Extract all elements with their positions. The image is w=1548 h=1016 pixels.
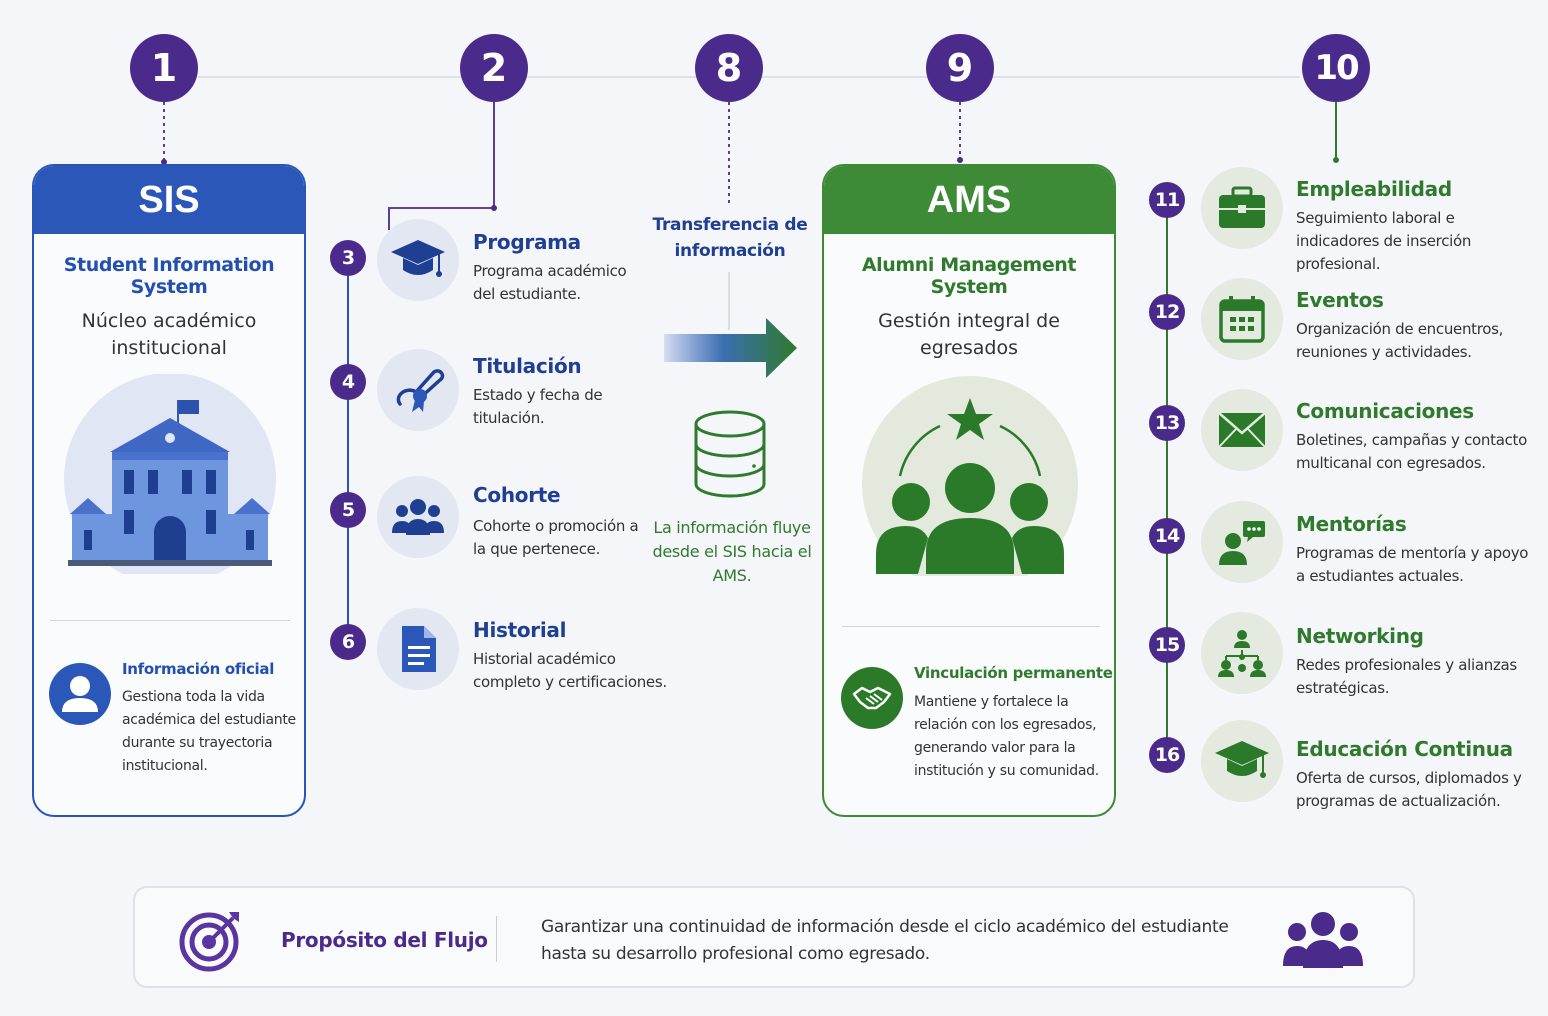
titulacion-desc: Estado y fecha de titulación. bbox=[473, 386, 603, 427]
titulacion-title: Titulación bbox=[473, 354, 582, 378]
step-16-badge: 16 bbox=[1149, 737, 1185, 773]
graduation-cap-icon bbox=[391, 240, 445, 277]
step-5-badge: 5 bbox=[330, 492, 366, 528]
historial-desc: Historial académico completo y certifica… bbox=[473, 650, 667, 691]
alumni-community-icon bbox=[862, 376, 1078, 576]
eventos-desc: Organización de encuentros, reuniones y … bbox=[1296, 320, 1504, 361]
empleabilidad-icon-circle bbox=[1201, 167, 1283, 249]
educacion-continua-icon-circle bbox=[1201, 720, 1283, 802]
eventos-icon-circle bbox=[1201, 278, 1283, 360]
networking-icon-circle bbox=[1201, 612, 1283, 694]
empleabilidad-desc: Seguimiento laboral e indicadores de ins… bbox=[1296, 209, 1472, 273]
step-3-badge: 3 bbox=[330, 240, 366, 276]
sis-subtitle: Student Information System bbox=[63, 254, 275, 298]
step-15-badge: 15 bbox=[1149, 627, 1185, 663]
sis-header: SIS bbox=[34, 166, 304, 234]
step-13-badge: 13 bbox=[1149, 405, 1185, 441]
cohorte-desc: Cohorte o promoción a la que pertenece. bbox=[473, 517, 639, 558]
people-group-icon bbox=[1283, 912, 1363, 968]
transfer-title: Transferencia de información bbox=[652, 215, 808, 261]
user-profile-icon bbox=[49, 663, 111, 725]
step-8-badge: 8 bbox=[695, 34, 763, 102]
diploma-icon bbox=[396, 369, 445, 412]
transfer-text: La información fluye desde el SIS hacia … bbox=[652, 518, 812, 585]
ams-description: Gestión integral de egresados bbox=[878, 310, 1060, 359]
sis-divider bbox=[50, 620, 290, 621]
step-1-badge: 1 bbox=[130, 34, 198, 102]
educacion-continua-desc: Oferta de cursos, diplomados y programas… bbox=[1296, 769, 1522, 810]
networking-title: Networking bbox=[1296, 624, 1424, 648]
group-icon bbox=[392, 499, 444, 535]
educacion-continua-title: Educación Continua bbox=[1296, 737, 1513, 761]
cohorte-title: Cohorte bbox=[473, 483, 561, 507]
step-9-badge: 9 bbox=[926, 34, 994, 102]
step-4-badge: 4 bbox=[330, 364, 366, 400]
purpose-separator bbox=[496, 916, 497, 962]
ams-divider bbox=[842, 626, 1100, 627]
step-11-badge: 11 bbox=[1149, 182, 1185, 218]
programa-icon-circle bbox=[377, 219, 459, 301]
titulacion-icon-circle bbox=[377, 349, 459, 431]
comunicaciones-desc: Boletines, campañas y contacto multicana… bbox=[1296, 431, 1528, 472]
calendar-icon bbox=[1219, 296, 1265, 343]
network-icon bbox=[1218, 630, 1266, 677]
step-10-badge: 10 bbox=[1302, 34, 1370, 102]
eventos-title: Eventos bbox=[1296, 288, 1384, 312]
ams-subtitle: Alumni Management System bbox=[861, 254, 1077, 298]
programa-title: Programa bbox=[473, 230, 581, 254]
mentor-chat-icon bbox=[1219, 521, 1265, 565]
ams-link-title: Vinculación permanente bbox=[914, 664, 1113, 682]
briefcase-icon bbox=[1219, 186, 1265, 228]
networking-desc: Redes profesionales y alianzas estratégi… bbox=[1296, 656, 1517, 697]
sis-info-text: Gestiona toda la vida académica del estu… bbox=[122, 689, 296, 774]
sis-info-title: Información oficial bbox=[122, 660, 275, 678]
comunicaciones-title: Comunicaciones bbox=[1296, 399, 1474, 423]
handshake-icon bbox=[841, 667, 903, 729]
step-6-badge: 6 bbox=[330, 624, 366, 660]
sis-card: SIS Student Information System Núcleo ac… bbox=[32, 164, 306, 817]
step-2-badge: 2 bbox=[460, 34, 528, 102]
mentorias-icon-circle bbox=[1201, 501, 1283, 583]
mentorias-desc: Programas de mentoría y apoyo a estudian… bbox=[1296, 544, 1529, 585]
transfer-arrow bbox=[664, 318, 797, 378]
sis-description: Núcleo académico institucional bbox=[81, 310, 257, 359]
purpose-title: Propósito del Flujo bbox=[281, 928, 488, 952]
ams-card: AMS Alumni Management System Gestión int… bbox=[822, 164, 1116, 817]
step-12-badge: 12 bbox=[1149, 294, 1185, 330]
historial-title: Historial bbox=[473, 618, 567, 642]
purpose-text: Garantizar una continuidad de informació… bbox=[541, 917, 1229, 964]
envelope-icon bbox=[1218, 412, 1266, 448]
cohorte-icon-circle bbox=[377, 476, 459, 558]
document-icon bbox=[402, 626, 436, 672]
graduation-cap-icon bbox=[1215, 741, 1269, 778]
empleabilidad-title: Empleabilidad bbox=[1296, 177, 1452, 201]
historial-icon-circle bbox=[377, 608, 459, 690]
mentorias-title: Mentorías bbox=[1296, 512, 1407, 536]
school-building-icon bbox=[64, 374, 276, 574]
ams-header: AMS bbox=[824, 166, 1114, 234]
programa-desc: Programa académico del estudiante. bbox=[473, 262, 627, 303]
target-icon bbox=[179, 912, 239, 972]
step-14-badge: 14 bbox=[1149, 518, 1185, 554]
database-icon bbox=[694, 410, 766, 498]
purpose-footer: Propósito del Flujo Garantizar una conti… bbox=[133, 886, 1415, 988]
comunicaciones-icon-circle bbox=[1201, 389, 1283, 471]
ams-link-text: Mantiene y fortalece la relación con los… bbox=[914, 694, 1099, 779]
